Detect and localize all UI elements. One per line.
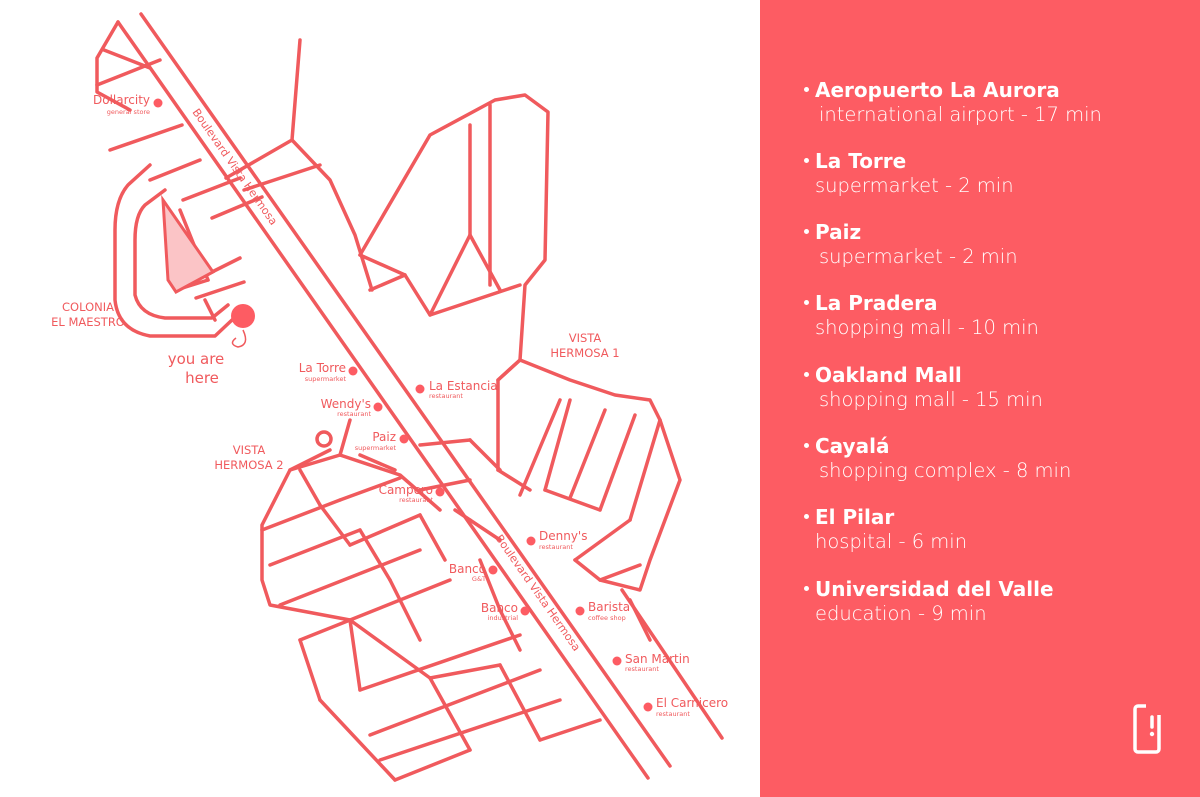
nearby-item-name: La Pradera	[815, 291, 938, 315]
area-label-vh2: VISTA	[233, 443, 266, 457]
place-type: supermarket	[355, 444, 397, 452]
nearby-item-name: Cayalá	[815, 434, 890, 458]
nearby-item-desc: shopping complex - 8 min	[819, 459, 1072, 482]
place-type: G&T	[472, 575, 486, 583]
nearby-item-name: Paiz	[815, 220, 862, 244]
you-are-here-line1: you are	[168, 350, 225, 368]
place-pin-icon	[575, 606, 585, 616]
place-san-martin[interactable]: San Martin restaurant	[612, 652, 690, 673]
place-type: restaurant	[429, 392, 463, 400]
shaded-lot	[161, 194, 216, 294]
nearby-item-desc: hospital - 6 min	[815, 530, 968, 553]
place-type: general store	[107, 108, 150, 116]
you-are-here-marker-icon[interactable]	[231, 304, 255, 328]
place-name: Campero	[379, 483, 433, 497]
place-type: restaurant	[656, 710, 690, 718]
place-pin-icon	[643, 702, 653, 712]
bullet-icon	[804, 443, 809, 448]
place-pin-icon	[415, 384, 425, 394]
nearby-item-name: El Pilar	[815, 505, 895, 529]
neighborhood-map: you are here Boulevard Vista Hermosa Bou…	[51, 12, 729, 782]
place-name: Paiz	[372, 430, 396, 444]
place-el-carnicero[interactable]: El Carnicero restaurant	[643, 696, 729, 718]
place-la-estancia[interactable]: La Estancia restaurant	[415, 379, 498, 400]
nearby-item: Universidad del Valle education - 9 min	[804, 576, 1194, 626]
place-pin-icon	[435, 487, 445, 497]
nearby-item: Cayalá shopping complex - 8 min	[804, 433, 1194, 483]
nearby-item-name: Oakland Mall	[815, 363, 962, 387]
nearby-item-desc: shopping mall - 10 min	[815, 316, 1039, 339]
place-type: restaurant	[539, 543, 573, 551]
nearby-item: Aeropuerto La Aurora international airpo…	[804, 77, 1194, 127]
place-name: San Martin	[625, 652, 690, 666]
place-type: restaurant	[399, 496, 433, 504]
place-pin-icon	[373, 402, 383, 412]
place-name: Banco	[449, 562, 486, 576]
roundabout-icon	[315, 430, 333, 448]
nearby-item-desc: supermarket - 2 min	[819, 245, 1018, 268]
place-type: restaurant	[625, 665, 659, 673]
door-phone-icon	[1133, 703, 1162, 754]
bullet-icon	[804, 300, 809, 305]
place-campero[interactable]: Campero restaurant	[379, 483, 445, 504]
place-banco-gt[interactable]: Banco G&T	[449, 562, 498, 583]
place-type: coffee shop	[588, 614, 626, 622]
place-pin-icon	[612, 656, 622, 666]
place-pin-icon	[526, 536, 536, 546]
nearby-item-name: La Torre	[815, 149, 907, 173]
you-are-here-pointer	[231, 329, 247, 348]
bullet-icon	[804, 586, 809, 591]
bullet-icon	[804, 158, 809, 163]
area-label-vh1: VISTA	[569, 331, 602, 345]
area-label-vh2-2: HERMOSA 2	[214, 458, 283, 472]
place-banco-industrial[interactable]: Banco industrial	[481, 601, 530, 622]
place-pin-icon	[153, 98, 163, 108]
bullet-icon	[804, 372, 809, 377]
place-name: Banco	[481, 601, 518, 615]
nearby-item: Oakland Mall shopping mall - 15 min	[804, 362, 1194, 412]
place-type: restaurant	[337, 410, 371, 418]
nearby-item-name: Universidad del Valle	[815, 577, 1054, 601]
place-pin-icon	[399, 434, 409, 444]
nearby-item: La Torre supermarket - 2 min	[804, 148, 1194, 198]
area-label-colonia-2: EL MAESTRO	[51, 315, 125, 329]
place-dollarcity[interactable]: Dollarcity general store	[93, 93, 163, 116]
place-type: industrial	[488, 614, 519, 622]
bullet-icon	[804, 229, 809, 234]
area-label-colonia: COLONIA	[62, 300, 114, 314]
place-name: Wendy's	[321, 397, 371, 411]
place-barista[interactable]: Barista coffee shop	[575, 600, 631, 622]
nearby-item-desc: education - 9 min	[815, 602, 987, 625]
place-type: supermarket	[305, 375, 347, 383]
nearby-item: Paiz supermarket - 2 min	[804, 219, 1194, 269]
place-name: Barista	[588, 600, 630, 614]
place-name: La Estancia	[429, 379, 498, 393]
place-pin-icon	[488, 565, 498, 575]
you-are-here-line2: here	[185, 369, 219, 387]
place-name: La Torre	[299, 361, 346, 375]
bullet-icon	[804, 514, 809, 519]
place-name: Denny's	[539, 529, 588, 543]
nearby-places-panel: Aeropuerto La Aurora international airpo…	[760, 0, 1200, 797]
bullet-icon	[804, 87, 809, 92]
place-name: Dollarcity	[93, 93, 150, 107]
nearby-item: La Pradera shopping mall - 10 min	[804, 290, 1194, 340]
area-label-vh1-2: HERMOSA 1	[550, 346, 619, 360]
nearby-item-name: Aeropuerto La Aurora	[815, 78, 1060, 102]
nearby-item-desc: shopping mall - 15 min	[819, 388, 1043, 411]
place-pin-icon	[520, 606, 530, 616]
place-pin-icon	[348, 366, 358, 376]
place-name: El Carnicero	[656, 696, 728, 710]
place-la-torre[interactable]: La Torre supermarket	[299, 361, 358, 383]
nearby-item-desc: international airport - 17 min	[819, 103, 1102, 126]
nearby-item-desc: supermarket - 2 min	[815, 174, 1014, 197]
nearby-item: El Pilar hospital - 6 min	[804, 504, 1194, 554]
place-paiz[interactable]: Paiz supermarket	[355, 430, 409, 452]
place-dennys[interactable]: Denny's restaurant	[526, 529, 588, 551]
place-wendys[interactable]: Wendy's restaurant	[321, 397, 383, 418]
